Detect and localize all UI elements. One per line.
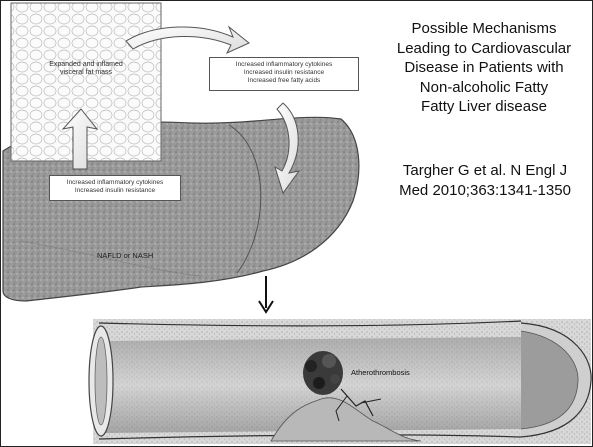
citation: Targher G et al. N Engl J Med 2010;363:1… bbox=[385, 161, 585, 200]
cytokines-box-bottom-line-1: Increased inflammatory cytokines bbox=[50, 179, 180, 187]
title-line-5: Fatty Liver disease bbox=[379, 97, 589, 117]
cytokines-box-bottom-line-2: Increased insulin resistance bbox=[50, 187, 180, 195]
citation-line-2: Med 2010;363:1341-1350 bbox=[385, 181, 585, 201]
title-line-1: Possible Mechanisms bbox=[379, 19, 589, 39]
artery-illustration bbox=[89, 319, 591, 444]
fat-mass-label-line-2: visceral fat mass bbox=[23, 69, 149, 77]
title-line-2: Leading to Cardiovascular bbox=[379, 39, 589, 59]
citation-line-1: Targher G et al. N Engl J bbox=[385, 161, 585, 181]
cytokines-box-top-line-2: Increased insulin resistance bbox=[210, 69, 358, 77]
down-arrow bbox=[259, 276, 273, 312]
cytokines-box-top: Increased inflammatory cytokines Increas… bbox=[209, 57, 359, 91]
fat-mass-label: Expanded and inflamed visceral fat mass bbox=[23, 61, 149, 77]
fat-mass-label-line-1: Expanded and inflamed bbox=[23, 61, 149, 69]
artery-label: Atherothrombosis bbox=[351, 369, 410, 377]
title-line-3: Disease in Patients with bbox=[379, 58, 589, 78]
cytokines-box-top-line-3: Increased free fatty acids bbox=[210, 77, 358, 85]
thrombus-mass bbox=[303, 351, 343, 395]
title-line-4: Non-alcoholic Fatty bbox=[379, 78, 589, 98]
liver-label: NAFLD or NASH bbox=[97, 252, 153, 260]
cytokines-box-bottom: Increased inflammatory cytokines Increas… bbox=[49, 175, 181, 201]
cytokines-box-top-line-1: Increased inflammatory cytokines bbox=[210, 61, 358, 69]
slide-title: Possible Mechanisms Leading to Cardiovas… bbox=[379, 19, 589, 117]
